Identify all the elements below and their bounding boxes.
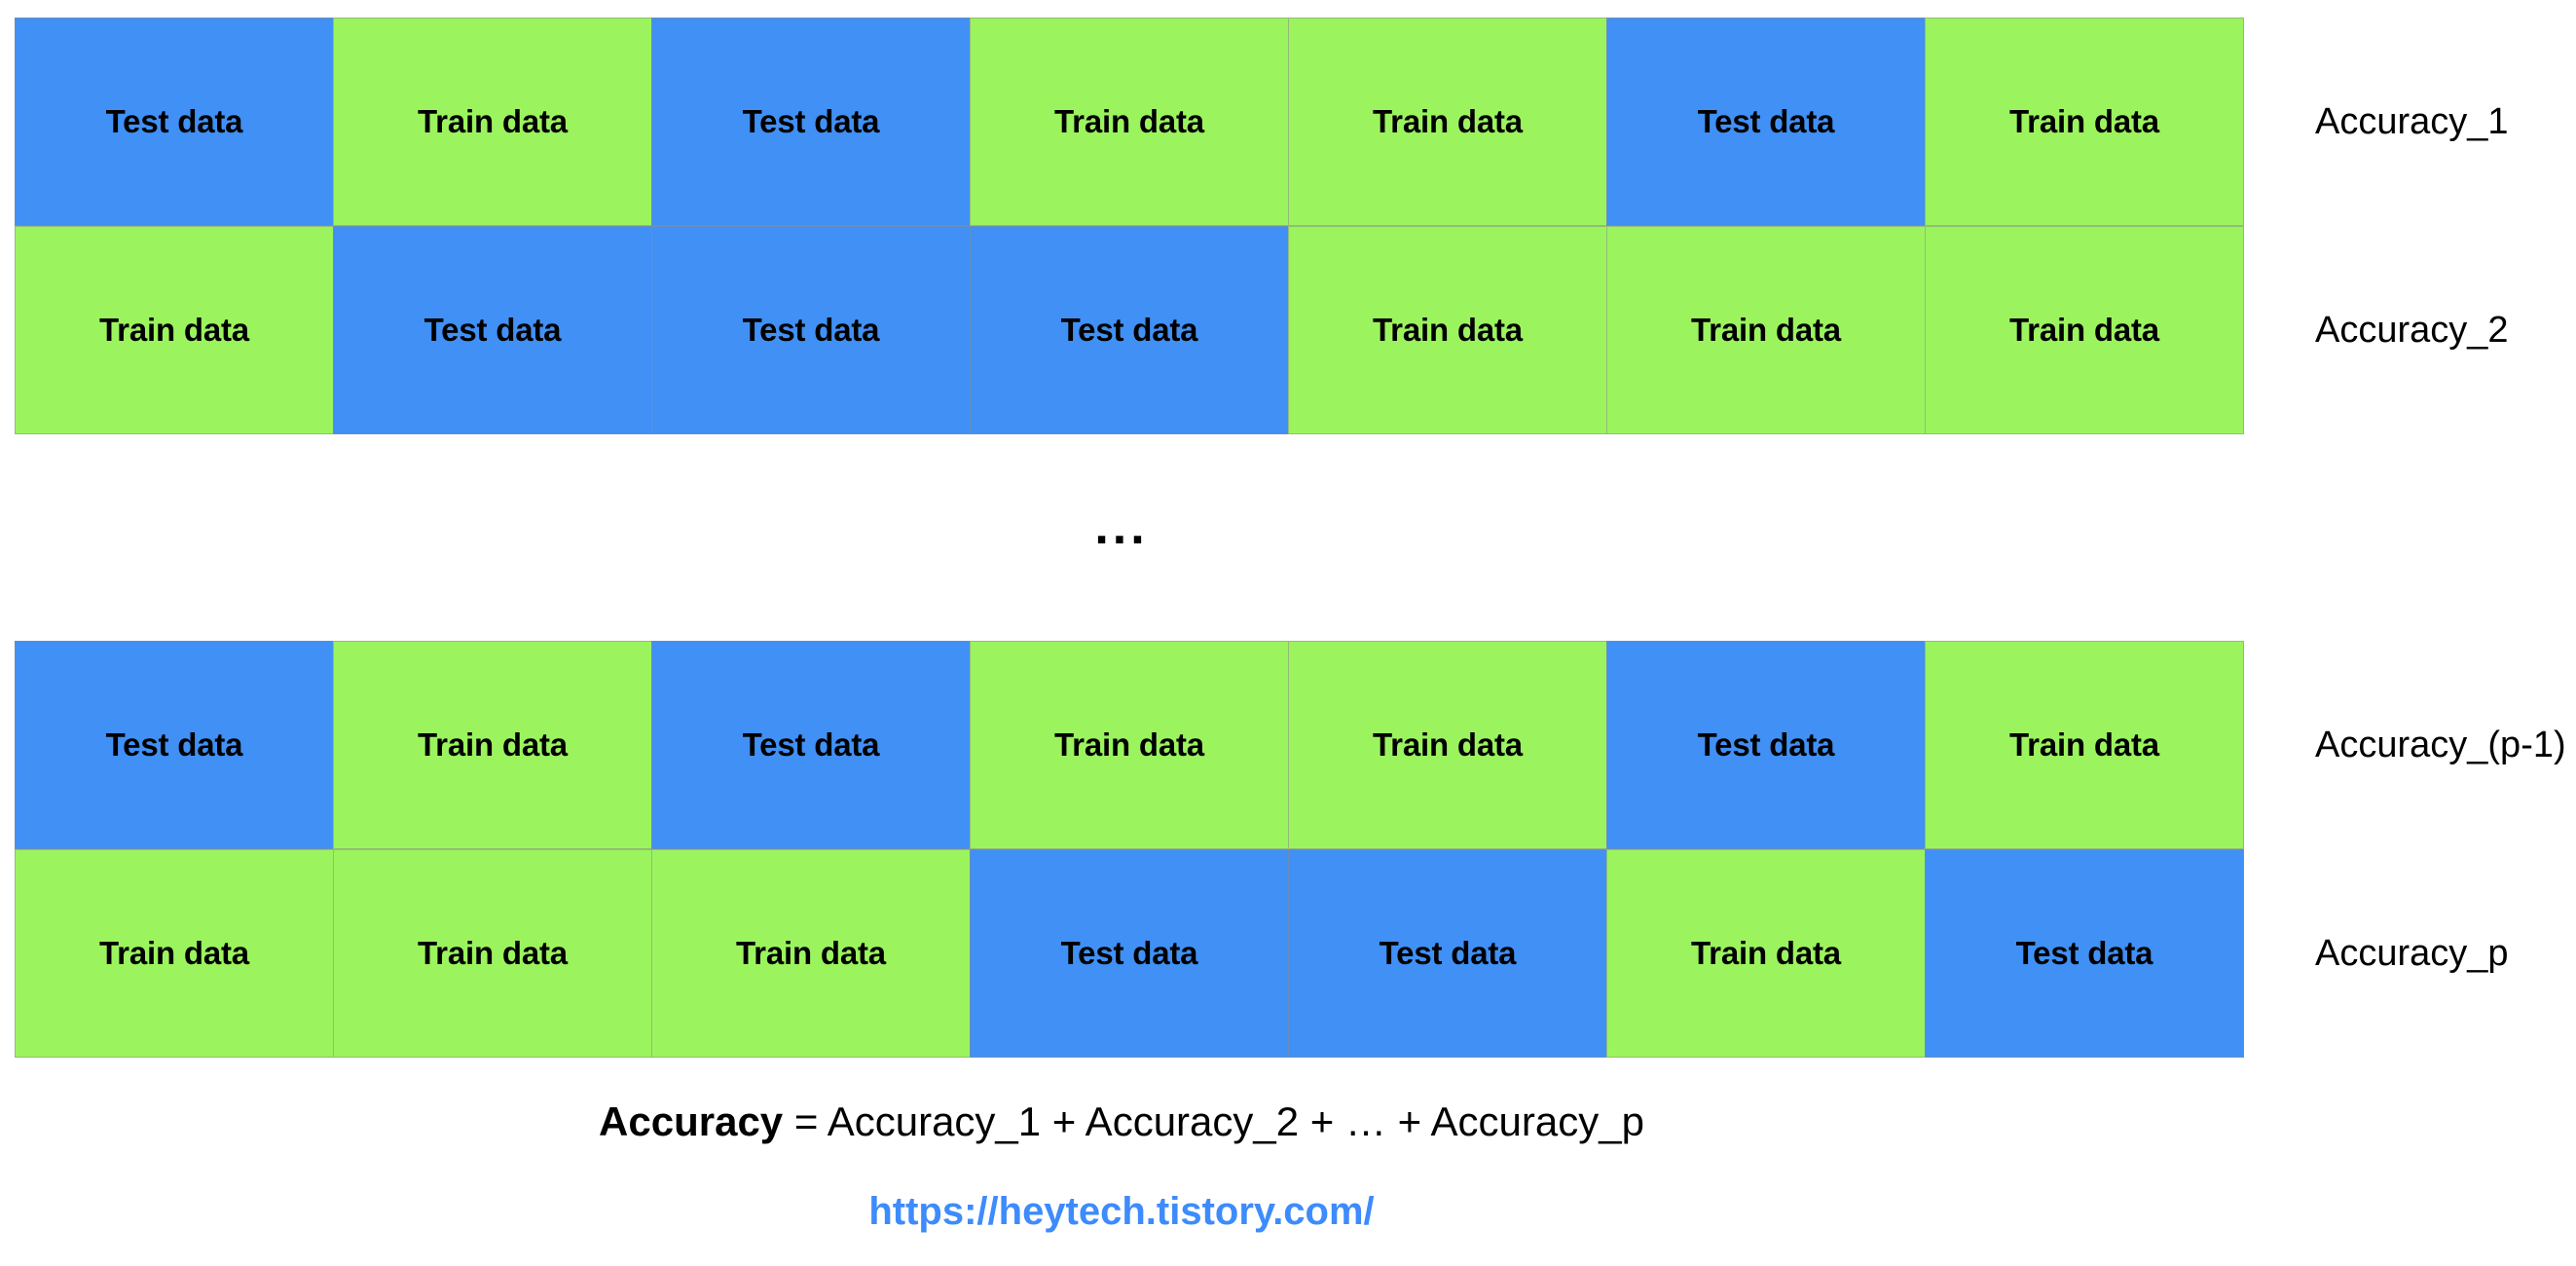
formula-lhs: Accuracy	[599, 1098, 784, 1144]
fold-cell: Train data	[970, 18, 1289, 226]
fold-cell: Train data	[333, 849, 652, 1058]
fold-cell: Train data	[970, 641, 1289, 849]
fold-cell: Test data	[1925, 849, 2244, 1058]
fold-block-top: Test data Train data Test data Train dat…	[15, 18, 2509, 434]
accuracy-label-1: Accuracy_1	[2315, 100, 2509, 142]
fold-cell: Test data	[651, 641, 971, 849]
fold-cell: Test data	[1288, 849, 1607, 1058]
ellipsis-separator: ...	[1094, 499, 1149, 555]
fold-cell: Train data	[1606, 226, 1926, 434]
fold-row: Test data Train data Test data Train dat…	[15, 641, 2244, 849]
fold-cell: Test data	[651, 226, 971, 434]
fold-cell: Test data	[970, 226, 1289, 434]
accuracy-label-p: Accuracy_p	[2315, 932, 2509, 974]
fold-cell: Train data	[1925, 641, 2244, 849]
fold-block-bottom: Test data Train data Test data Train dat…	[15, 641, 2566, 1058]
fold-cell: Train data	[1288, 226, 1607, 434]
source-url-link[interactable]: https://heytech.tistory.com/	[868, 1190, 1375, 1233]
fold-cell: Train data	[1288, 641, 1607, 849]
fold-row: Test data Train data Test data Train dat…	[15, 18, 2244, 226]
fold-cell: Train data	[1606, 849, 1926, 1058]
fold-row: Train data Train data Train data Test da…	[15, 849, 2244, 1058]
fold-cell: Train data	[333, 641, 652, 849]
fold-cell: Train data	[15, 226, 334, 434]
fold-row: Train data Test data Test data Test data…	[15, 226, 2244, 434]
formula-rhs: = Accuracy_1 + Accuracy_2 + … + Accuracy…	[783, 1098, 1644, 1144]
fold-cell: Test data	[651, 18, 971, 226]
fold-cell: Train data	[15, 849, 334, 1058]
fold-cell: Train data	[333, 18, 652, 226]
fold-cell: Test data	[15, 18, 334, 226]
fold-cell: Train data	[651, 849, 971, 1058]
fold-cell: Test data	[15, 641, 334, 849]
fold-cell: Test data	[1606, 641, 1926, 849]
accuracy-label-2: Accuracy_2	[2315, 309, 2509, 351]
fold-cell: Test data	[333, 226, 652, 434]
fold-cell: Test data	[1606, 18, 1926, 226]
fold-cell: Train data	[1925, 226, 2244, 434]
accuracy-label-p-minus-1: Accuracy_(p-1)	[2315, 724, 2566, 765]
fold-cell: Test data	[970, 849, 1289, 1058]
fold-cell: Train data	[1288, 18, 1607, 226]
fold-cell: Train data	[1925, 18, 2244, 226]
accuracy-formula: Accuracy = Accuracy_1 + Accuracy_2 + … +…	[0, 1098, 2243, 1145]
